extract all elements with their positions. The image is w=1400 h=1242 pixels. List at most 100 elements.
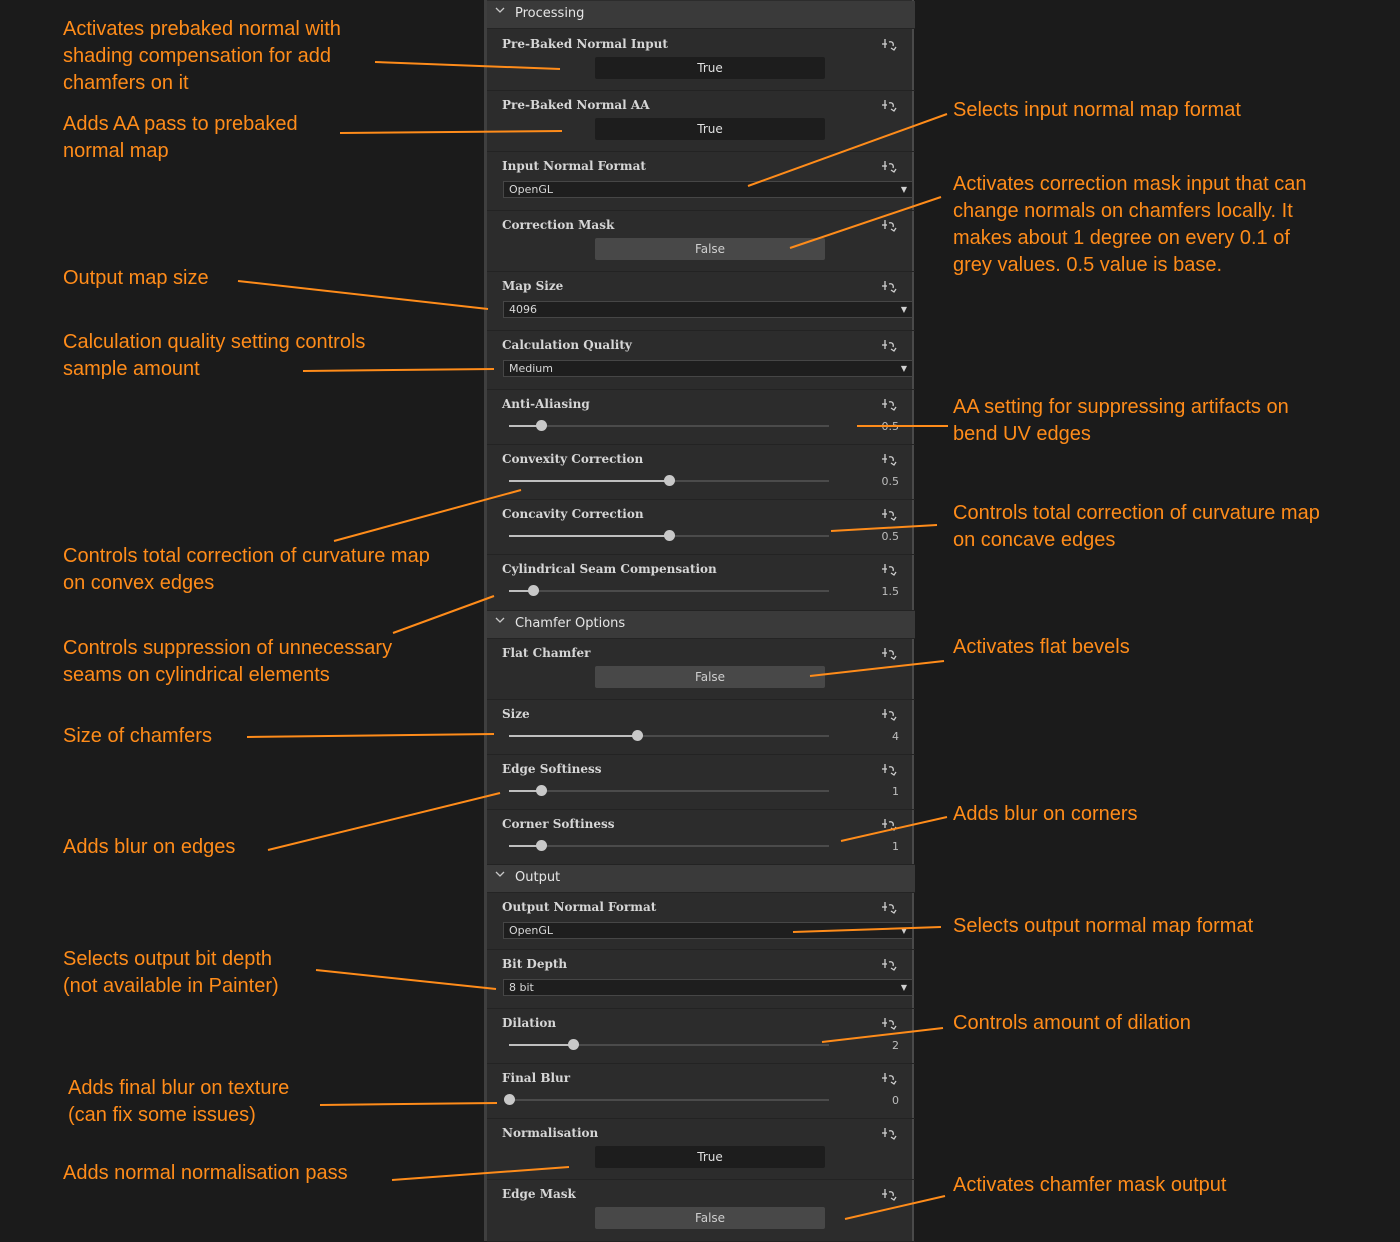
dropdown-value: OpenGL: [509, 183, 554, 196]
size-slider[interactable]: [509, 730, 829, 741]
param-label: Pre-Baked Normal Input: [502, 37, 668, 51]
annotation-text: Selects output bit depth(not available i…: [63, 948, 279, 997]
slider-handle[interactable]: [536, 840, 547, 851]
corner-softiness-slider[interactable]: [509, 840, 829, 851]
bit-depth-dropdown[interactable]: 8 bit▼: [503, 979, 913, 996]
annotation-text: Activates flat bevels: [953, 636, 1130, 658]
param-label: Normalisation: [502, 1126, 599, 1140]
calculation-quality-dropdown[interactable]: Medium▼: [503, 360, 913, 377]
reset-parameter-icon[interactable]: [880, 1186, 898, 1202]
annotation-leader-line: [747, 113, 948, 187]
slider-fill: [509, 425, 541, 427]
final-blur-slider[interactable]: [504, 1094, 829, 1105]
reset-parameter-icon[interactable]: [880, 158, 898, 174]
slider-handle[interactable]: [536, 785, 547, 796]
dropdown-arrow-icon: ▼: [900, 926, 907, 935]
slider-value: 2: [892, 1039, 899, 1052]
param-label: Correction Mask: [502, 218, 615, 232]
convexity-correction-slider[interactable]: [509, 475, 829, 486]
reset-parameter-icon[interactable]: [880, 217, 898, 233]
pre-baked-normal-input-toggle-button[interactable]: True: [595, 57, 825, 79]
reset-parameter-icon[interactable]: [880, 1070, 898, 1086]
reset-parameter-icon[interactable]: [880, 899, 898, 915]
slider-handle[interactable]: [664, 530, 675, 541]
anti-aliasing-slider[interactable]: [509, 420, 829, 431]
normalisation-toggle-button[interactable]: True: [595, 1146, 825, 1168]
annotation-leader-line: [844, 1195, 946, 1220]
reset-parameter-icon[interactable]: [880, 761, 898, 777]
chevron-down-icon: [495, 7, 505, 13]
slider-handle[interactable]: [536, 420, 547, 431]
reset-parameter-icon[interactable]: [880, 1015, 898, 1031]
reset-parameter-icon[interactable]: [880, 278, 898, 294]
annotation-text: Selects input normal map format: [953, 99, 1241, 121]
param-label: Edge Mask: [502, 1187, 576, 1201]
annotation-leader-line: [302, 368, 495, 372]
reset-parameter-icon[interactable]: [880, 561, 898, 577]
annotation-leader-line: [339, 130, 563, 134]
input-normal-format-dropdown[interactable]: OpenGL▼: [503, 181, 913, 198]
edge-softiness-slider[interactable]: [509, 785, 829, 796]
reset-parameter-icon[interactable]: [880, 956, 898, 972]
slider-value: 1: [892, 840, 899, 853]
section-header-processing[interactable]: Processing: [487, 1, 915, 29]
slider-handle[interactable]: [632, 730, 643, 741]
annotation-leader-line: [267, 792, 501, 851]
reset-parameter-icon[interactable]: [880, 97, 898, 113]
reset-parameter-icon[interactable]: [880, 337, 898, 353]
slider-handle[interactable]: [528, 585, 539, 596]
param-label: Final Blur: [502, 1071, 571, 1085]
reset-parameter-icon[interactable]: [880, 396, 898, 412]
annotation-text: Adds normal normalisation pass: [63, 1162, 348, 1184]
section-title: Processing: [515, 6, 585, 21]
annotation-leader-line: [315, 969, 497, 990]
output-normal-format-dropdown[interactable]: OpenGL ▼: [503, 922, 913, 939]
slider-value: 4: [892, 730, 899, 743]
reset-parameter-icon[interactable]: [880, 36, 898, 52]
pre-baked-normal-aa-toggle-button[interactable]: True: [595, 118, 825, 140]
annotation-text: Selects output normal map format: [953, 915, 1254, 937]
annotation-text: Adds final blur on texture(can fix some …: [68, 1077, 290, 1126]
slider-handle[interactable]: [568, 1039, 579, 1050]
dropdown-value: OpenGL: [509, 924, 554, 937]
annotation-leader-line: [792, 926, 942, 933]
slider-fill: [509, 790, 541, 792]
param-label: Flat Chamfer: [502, 646, 591, 660]
edge-mask-toggle-button[interactable]: False: [595, 1207, 825, 1229]
reset-parameter-icon[interactable]: [880, 706, 898, 722]
annotation-leader-line: [840, 816, 948, 842]
annotation-leader-line: [392, 595, 495, 634]
flat-chamfer-toggle-button[interactable]: False: [595, 666, 825, 688]
concavity-correction-slider[interactable]: [509, 530, 829, 541]
dropdown-value: Medium: [509, 362, 553, 375]
reset-parameter-icon[interactable]: [880, 451, 898, 467]
slider-fill: [509, 590, 533, 592]
reset-parameter-icon[interactable]: [880, 506, 898, 522]
section-header-output[interactable]: Output: [487, 865, 915, 893]
section-header-chamfer-options[interactable]: Chamfer Options: [487, 611, 915, 639]
dropdown-value: 8 bit: [509, 981, 534, 994]
slider-handle[interactable]: [664, 475, 675, 486]
cylindrical-seam-compensation-slider[interactable]: [509, 585, 829, 596]
reset-parameter-icon[interactable]: [880, 645, 898, 661]
dilation-slider[interactable]: [509, 1039, 829, 1050]
slider-handle[interactable]: [504, 1094, 515, 1105]
param-label: Edge Softiness: [502, 762, 602, 776]
slider-fill: [509, 845, 541, 847]
map-size-dropdown[interactable]: 4096▼: [503, 301, 913, 318]
annotation-text: Controls total correction of curvature m…: [63, 545, 430, 594]
param-label: Convexity Correction: [502, 452, 644, 466]
reset-parameter-icon[interactable]: [880, 1125, 898, 1141]
correction-mask-toggle-button[interactable]: False: [595, 238, 825, 260]
